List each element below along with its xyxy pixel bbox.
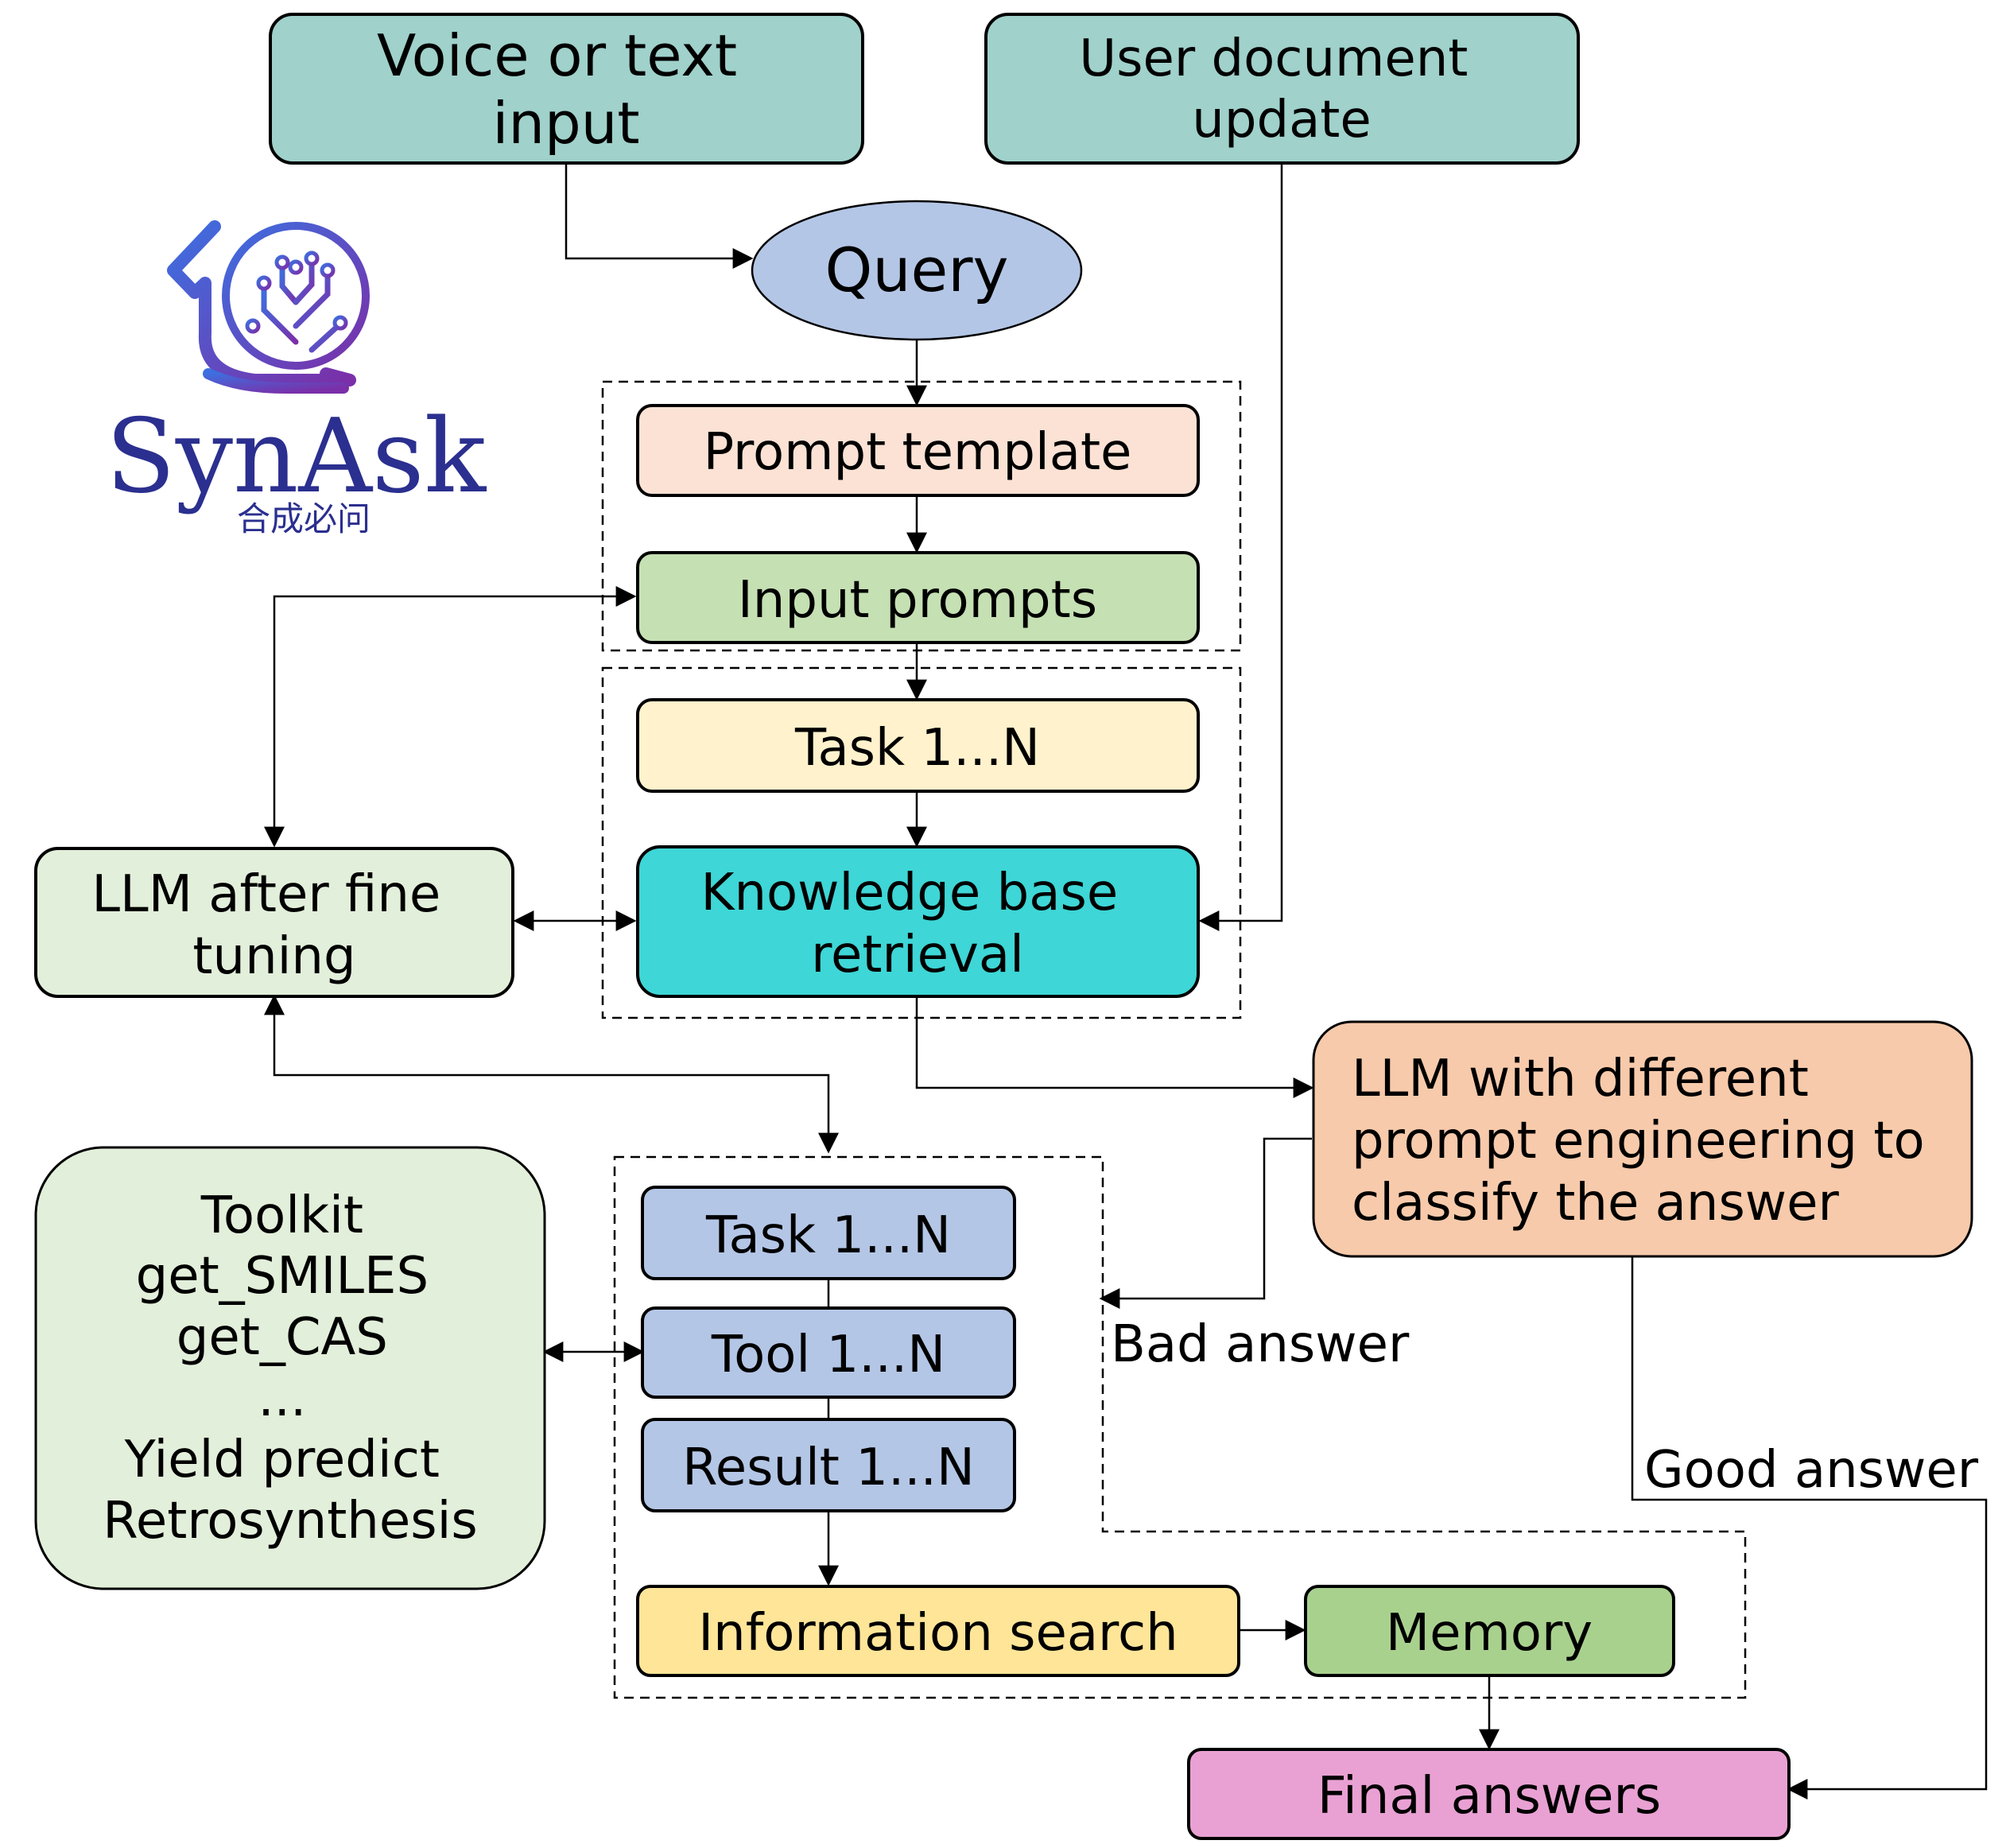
voice-text-input-box: Voice or text input xyxy=(269,13,864,165)
knowledge-base-retrieval-box: Knowledge base retrieval xyxy=(636,845,1200,998)
prompt-template-box: Prompt template xyxy=(636,404,1200,497)
user-document-update-box: User document update xyxy=(984,13,1580,165)
arrow-document-to-knowledge-base xyxy=(1198,163,1283,931)
arrow-llm-finetune-input-prompts xyxy=(264,586,637,848)
flask-tree-icon xyxy=(167,220,370,394)
bad-answer-label: Bad answer xyxy=(1111,1315,1410,1374)
task-bottom-box: Task 1...N xyxy=(641,1186,1016,1280)
synask-logo: SynAsk 合成必问 xyxy=(106,220,487,538)
information-search-label: Information search xyxy=(698,1604,1178,1663)
result-label: Result 1...N xyxy=(682,1438,975,1497)
task-top-label: Task 1...N xyxy=(794,719,1040,778)
input-prompts-box: Input prompts xyxy=(636,551,1200,644)
input-prompts-label: Input prompts xyxy=(738,571,1097,630)
user-document-update-label: User document update xyxy=(1079,29,1484,149)
prompt-group-container xyxy=(601,380,1242,652)
arrow-bad-answer xyxy=(1099,1137,1312,1309)
synask-logo-title: SynAsk xyxy=(106,398,487,516)
final-answers-label: Final answers xyxy=(1317,1767,1661,1826)
task-bottom-label: Task 1...N xyxy=(705,1206,951,1265)
llm-fine-tuning-label: LLM after fine tuning xyxy=(91,865,456,986)
voice-text-input-label: Voice or text input xyxy=(377,22,755,157)
prompt-template-label: Prompt template xyxy=(704,423,1132,482)
agent-group-container xyxy=(613,1155,1747,1699)
llm-fine-tuning-box: LLM after fine tuning xyxy=(34,847,514,998)
toolkit-box: Toolkit get_SMILES get_CAS ... Yield pre… xyxy=(34,1146,546,1590)
arrow-llm-finetune-agent-group xyxy=(264,994,839,1154)
llm-classifier-label: LLM with different prompt engineering to… xyxy=(1352,1050,1941,1233)
memory-box: Memory xyxy=(1304,1585,1675,1677)
good-answer-label: Good answer xyxy=(1644,1441,1979,1500)
knowledge-base-retrieval-label: Knowledge base retrieval xyxy=(700,864,1134,984)
memory-label: Memory xyxy=(1386,1604,1593,1663)
llm-classifier-box: LLM with different prompt engineering to… xyxy=(1312,1020,1973,1258)
information-search-box: Information search xyxy=(636,1585,1240,1677)
result-box: Result 1...N xyxy=(641,1418,1016,1512)
arrow-good-answer xyxy=(1631,1256,1988,1799)
query-node: Query xyxy=(751,200,1083,341)
query-label: Query xyxy=(825,235,1009,305)
task-top-box: Task 1...N xyxy=(636,698,1200,793)
tool-box: Tool 1...N xyxy=(641,1306,1016,1399)
synask-logo-subtitle: 合成必问 xyxy=(237,499,371,538)
tool-label: Tool 1...N xyxy=(711,1326,945,1384)
arrow-voice-to-query xyxy=(565,163,754,269)
final-answers-box: Final answers xyxy=(1187,1748,1791,1840)
arrow-knowledge-base-to-classifier xyxy=(915,996,1314,1098)
toolkit-label: Toolkit get_SMILES get_CAS ... Yield pre… xyxy=(103,1186,477,1551)
